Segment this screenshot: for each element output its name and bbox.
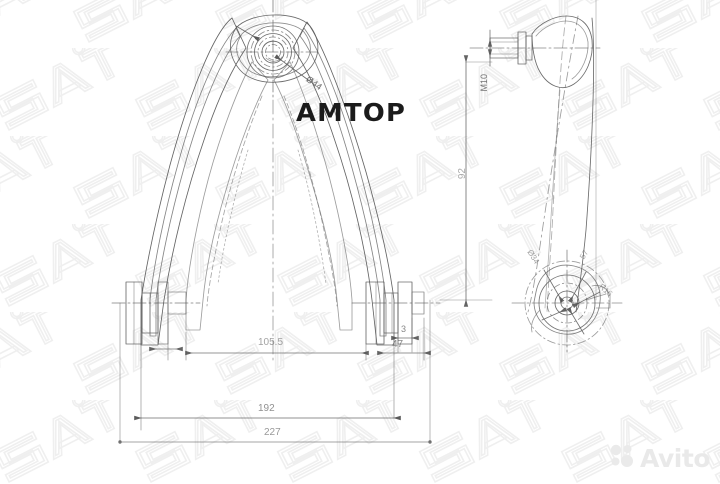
sat-watermark-tile	[214, 312, 364, 408]
sat-watermark-tile	[72, 136, 222, 232]
dim-bush-centers: 192	[258, 403, 275, 414]
sat-watermark-tile	[640, 312, 720, 408]
sat-watermark-tile	[0, 48, 142, 144]
avito-label: Avito	[640, 444, 710, 473]
dim-ball-joint-bore: Ø44	[304, 74, 324, 92]
sat-watermark-tile	[0, 0, 80, 56]
note-stud-thread: M10	[479, 74, 489, 92]
sat-watermark-tile	[134, 400, 284, 484]
sat-watermark-tile	[276, 48, 426, 144]
sat-watermark-tile	[560, 224, 710, 320]
sat-watermark-tile	[640, 136, 720, 232]
dim-flange-note: R16	[597, 282, 615, 299]
sat-watermark-tile	[356, 0, 506, 56]
sat-watermark-tile	[134, 224, 284, 320]
sat-watermark-tile	[560, 48, 710, 144]
dim-overall-width: 227	[264, 427, 281, 438]
sat-watermark-tile	[0, 312, 80, 408]
sat-watermark-tile	[0, 136, 80, 232]
sat-watermark-tile	[72, 0, 222, 56]
sat-watermark-tile	[0, 224, 142, 320]
sat-watermark-tile	[418, 224, 568, 320]
avito-watermark: Avito	[609, 443, 710, 474]
sat-watermark-tile	[214, 0, 364, 56]
dim-right-gap: 3	[401, 324, 407, 334]
sat-watermark-tile	[356, 136, 506, 232]
avito-dots-logo	[609, 443, 635, 474]
dim-overall-height: 92	[457, 168, 468, 180]
sat-watermark-tile	[702, 48, 720, 144]
sat-watermark-tile	[276, 224, 426, 320]
sat-watermark-tile	[418, 48, 568, 144]
dim-right-bush-width: 47	[392, 339, 404, 350]
dim-center-span: 105.5	[258, 337, 284, 348]
sat-watermark-tile	[0, 400, 142, 484]
sat-watermark-tile	[640, 0, 720, 56]
sat-watermark-tile	[702, 224, 720, 320]
sat-watermark-tile	[498, 0, 648, 56]
sat-watermark-tile	[418, 400, 568, 484]
dim-bolt-circle: 57	[578, 248, 591, 261]
sat-watermark-tile	[134, 48, 284, 144]
brand-label: AMTOP	[296, 98, 407, 127]
sat-watermark-tile	[276, 400, 426, 484]
sat-watermark-tile	[498, 136, 648, 232]
sat-watermark-tile	[498, 312, 648, 408]
sat-watermark-tile	[72, 312, 222, 408]
sat-watermark-tile	[214, 136, 364, 232]
dim-stud-seat-dia: Ø34	[525, 248, 542, 266]
sat-watermark-tile	[356, 312, 506, 408]
